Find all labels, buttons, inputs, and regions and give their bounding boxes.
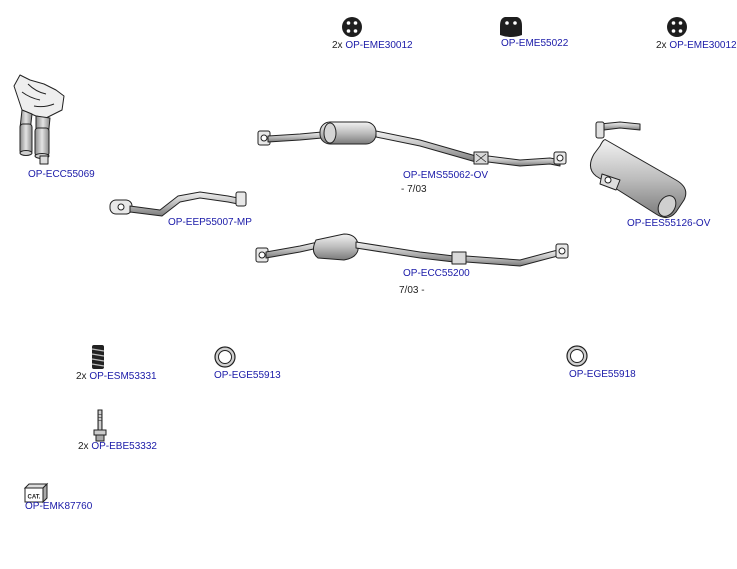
rear-silencer-icon[interactable]: [590, 121, 687, 220]
part-label-eme30012-left: 2x OP-EME30012: [332, 40, 413, 52]
part-code-link[interactable]: OP-EME30012: [345, 40, 413, 51]
part-label-ems55062: OP-EMS55062-OV: [403, 170, 488, 182]
part-code-link[interactable]: OP-ECC55069: [28, 169, 95, 180]
part-note-ems55062: - 7/03: [401, 184, 427, 195]
rubber-mount-icon[interactable]: [500, 17, 522, 37]
part-code-link[interactable]: OP-EME55022: [501, 38, 569, 49]
part-code-link[interactable]: OP-EGE55913: [214, 370, 281, 381]
part-label-emk87760: OP-EMK87760: [25, 501, 92, 513]
exhaust-manifold-catalyst-icon[interactable]: [13, 74, 65, 165]
gasket-ring-icon[interactable]: [214, 346, 236, 368]
middle-silencer-pipe-icon[interactable]: [257, 121, 567, 167]
catalog-box-label: CAT.: [28, 495, 41, 501]
bolt-icon[interactable]: [93, 409, 107, 442]
part-label-ecc55200: OP-ECC55200: [403, 268, 470, 280]
part-code-link[interactable]: OP-EMK87760: [25, 501, 93, 512]
part-code-link[interactable]: OP-ESM53331: [89, 371, 157, 382]
part-note-ecc55200: 7/03 -: [399, 285, 425, 296]
part-label-eme55022: OP-EME55022: [501, 38, 568, 50]
part-code-link[interactable]: OP-EEP55007-MP: [168, 217, 252, 228]
part-code-link[interactable]: OP-EBE53332: [91, 441, 157, 452]
part-label-esm53331: 2x OP-ESM53331: [76, 371, 157, 383]
part-code-link[interactable]: OP-EMS55062-OV: [403, 170, 489, 181]
part-label-ege55918: OP-EGE55918: [569, 369, 636, 381]
rubber-hanger-icon[interactable]: [667, 17, 687, 37]
gasket-ring-icon[interactable]: [566, 345, 588, 367]
spring-icon[interactable]: [91, 345, 105, 369]
part-label-eep55007: OP-EEP55007-MP: [168, 217, 252, 229]
part-code-link[interactable]: OP-EGE55918: [569, 369, 636, 380]
part-code-link[interactable]: OP-EES55126-OV: [627, 218, 711, 229]
part-label-ecc55069: OP-ECC55069: [28, 169, 95, 181]
front-pipe-icon[interactable]: [109, 191, 247, 217]
part-qty: 2x: [332, 40, 343, 51]
part-label-ege55913: OP-EGE55913: [214, 370, 281, 382]
part-code-link[interactable]: OP-ECC55200: [403, 268, 470, 279]
part-label-ees55126: OP-EES55126-OV: [627, 218, 710, 230]
rubber-hanger-icon[interactable]: [342, 17, 362, 37]
part-qty: 2x: [78, 441, 89, 452]
part-qty: 2x: [656, 40, 667, 51]
part-label-ebe53332: 2x OP-EBE53332: [78, 441, 157, 453]
part-qty: 2x: [76, 371, 87, 382]
catalyst-pipe-icon[interactable]: [255, 233, 569, 267]
catalog-box-icon[interactable]: CAT.: [23, 482, 49, 504]
part-label-eme30012-right: 2x OP-EME30012: [656, 40, 737, 52]
part-code-link[interactable]: OP-EME30012: [669, 40, 737, 51]
